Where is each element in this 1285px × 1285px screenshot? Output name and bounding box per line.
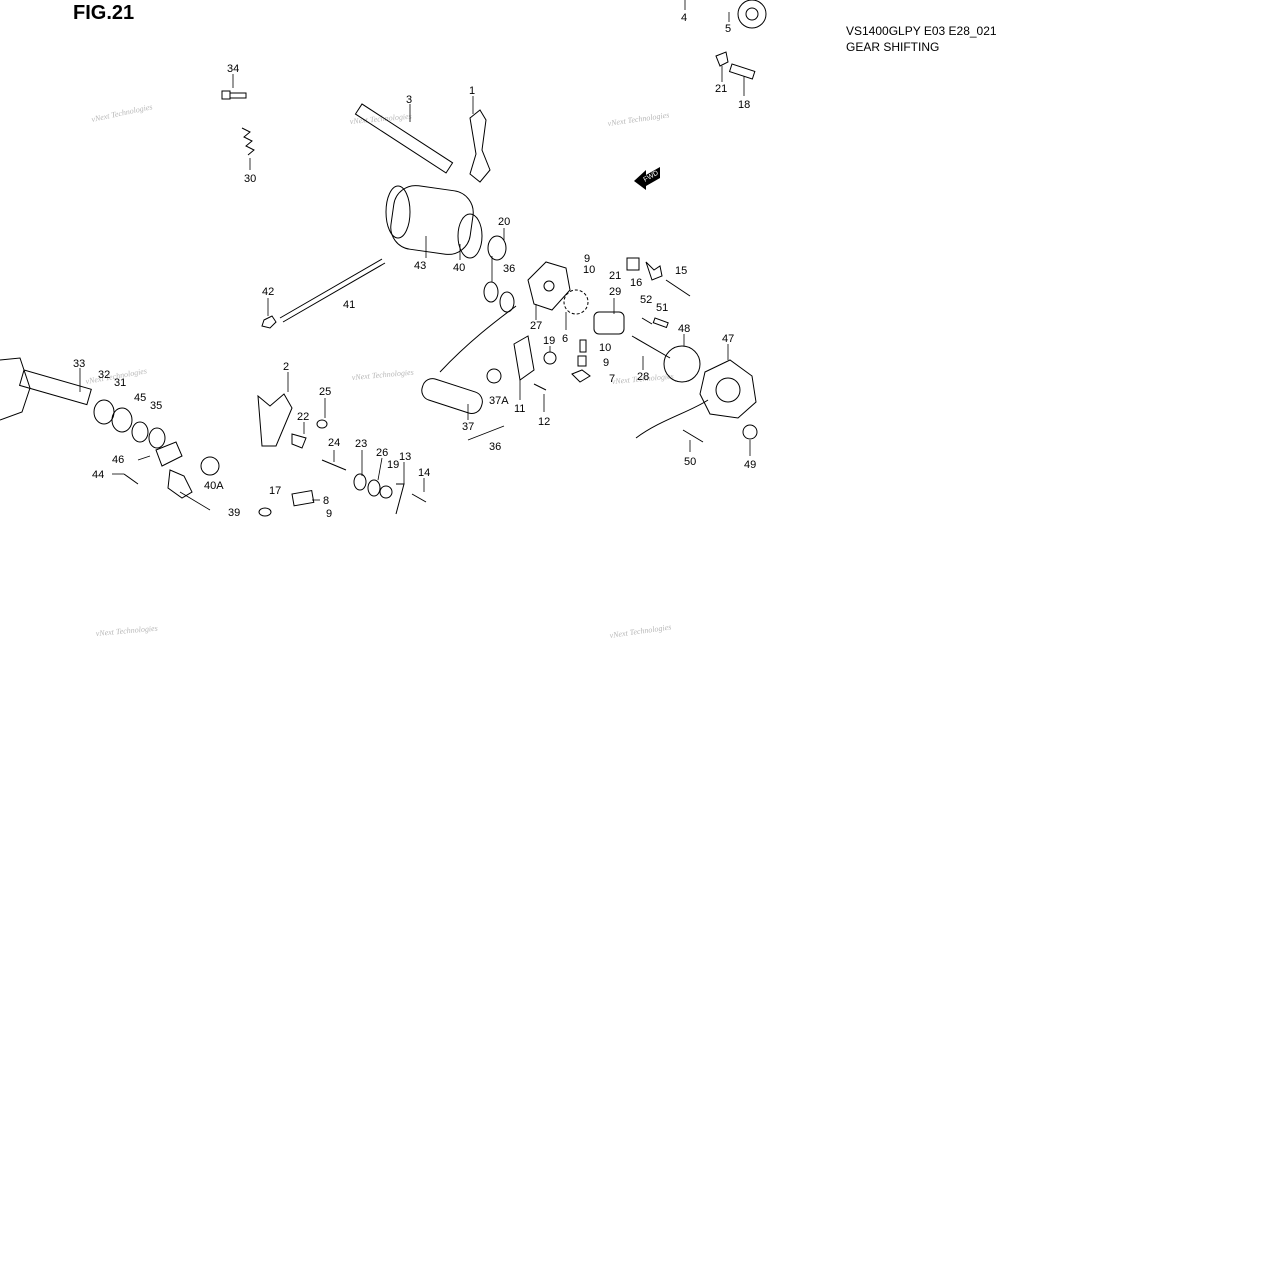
callout-36b: 36	[489, 441, 501, 453]
callout-39: 39	[228, 507, 240, 519]
callout-49: 49	[744, 459, 756, 471]
callout-21b: 21	[609, 270, 621, 282]
callout-2: 2	[283, 361, 289, 373]
figure-label: FIG.21	[73, 2, 135, 24]
callout-19: 19	[543, 335, 555, 347]
callout-10b: 10	[599, 342, 611, 354]
callout-15: 15	[675, 265, 687, 277]
callout-27: 27	[530, 320, 542, 332]
callout-8: 8	[323, 495, 329, 507]
watermarks: vNext Technologies vNext Technologies vN…	[85, 102, 674, 640]
callout-22: 22	[297, 411, 309, 423]
callout-30: 30	[244, 173, 256, 185]
callout-14: 14	[418, 467, 430, 479]
callout-3: 3	[406, 94, 412, 106]
callout-5: 5	[725, 23, 731, 35]
callout-24: 24	[328, 437, 340, 449]
callout-16: 16	[630, 277, 642, 289]
callout-31: 31	[114, 377, 126, 389]
callout-32: 32	[98, 369, 110, 381]
watermark: vNext Technologies	[607, 110, 670, 128]
callout-44: 44	[92, 469, 104, 481]
callout-43: 43	[414, 260, 426, 272]
watermark: vNext Technologies	[95, 624, 158, 638]
callout-10: 10	[583, 264, 595, 276]
section-name: GEAR SHIFTING	[846, 40, 940, 54]
callout-42: 42	[262, 286, 274, 298]
callout-33: 33	[73, 358, 85, 370]
callout-18: 18	[738, 99, 750, 111]
callout-48: 48	[678, 323, 690, 335]
callout-19b: 19	[387, 459, 399, 471]
callout-29: 29	[609, 286, 621, 298]
watermark: vNext Technologies	[349, 112, 412, 126]
callout-36: 36	[503, 263, 515, 275]
callout-17: 17	[269, 485, 281, 497]
callout-9b: 9	[603, 357, 609, 369]
callout-12: 12	[538, 416, 550, 428]
callout-37: 37	[462, 421, 474, 433]
leader-lines	[79, 0, 751, 511]
callout-34: 34	[227, 63, 239, 75]
callout-25: 25	[319, 386, 331, 398]
callout-51: 51	[656, 302, 668, 314]
fwd-arrow-icon: FWD	[634, 167, 660, 190]
callout-21: 21	[715, 83, 727, 95]
callout-6: 6	[562, 333, 568, 345]
callout-37A: 37A	[489, 395, 509, 407]
model-code: VS1400GLPY E03 E28_021	[846, 24, 997, 38]
callout-13: 13	[399, 451, 411, 463]
callout-23: 23	[355, 438, 367, 450]
parts-drawing	[0, 0, 767, 517]
watermark: vNext Technologies	[91, 102, 154, 124]
watermark: vNext Technologies	[351, 368, 414, 382]
callout-4: 4	[681, 12, 687, 24]
callout-1: 1	[469, 85, 475, 97]
callout-50: 50	[684, 456, 696, 468]
callout-47: 47	[722, 333, 734, 345]
callout-26: 26	[376, 447, 388, 459]
callout-40A: 40A	[204, 480, 224, 492]
callout-45: 45	[134, 392, 146, 404]
callout-11: 11	[514, 403, 525, 415]
callout-9: 9	[584, 253, 590, 265]
watermark: vNext Technologies	[609, 622, 672, 640]
callout-9c: 9	[326, 508, 332, 520]
callout-46: 46	[112, 454, 124, 466]
callout-52: 52	[640, 294, 652, 306]
callouts: 34 30 3 1 4 5 21 18 20 43 40 36 42 41 9 …	[73, 12, 756, 520]
callout-35: 35	[150, 400, 162, 412]
callout-20: 20	[498, 216, 510, 228]
callout-40: 40	[453, 262, 465, 274]
callout-41: 41	[343, 299, 355, 311]
callout-28: 28	[637, 371, 649, 383]
callout-7: 7	[609, 373, 615, 385]
